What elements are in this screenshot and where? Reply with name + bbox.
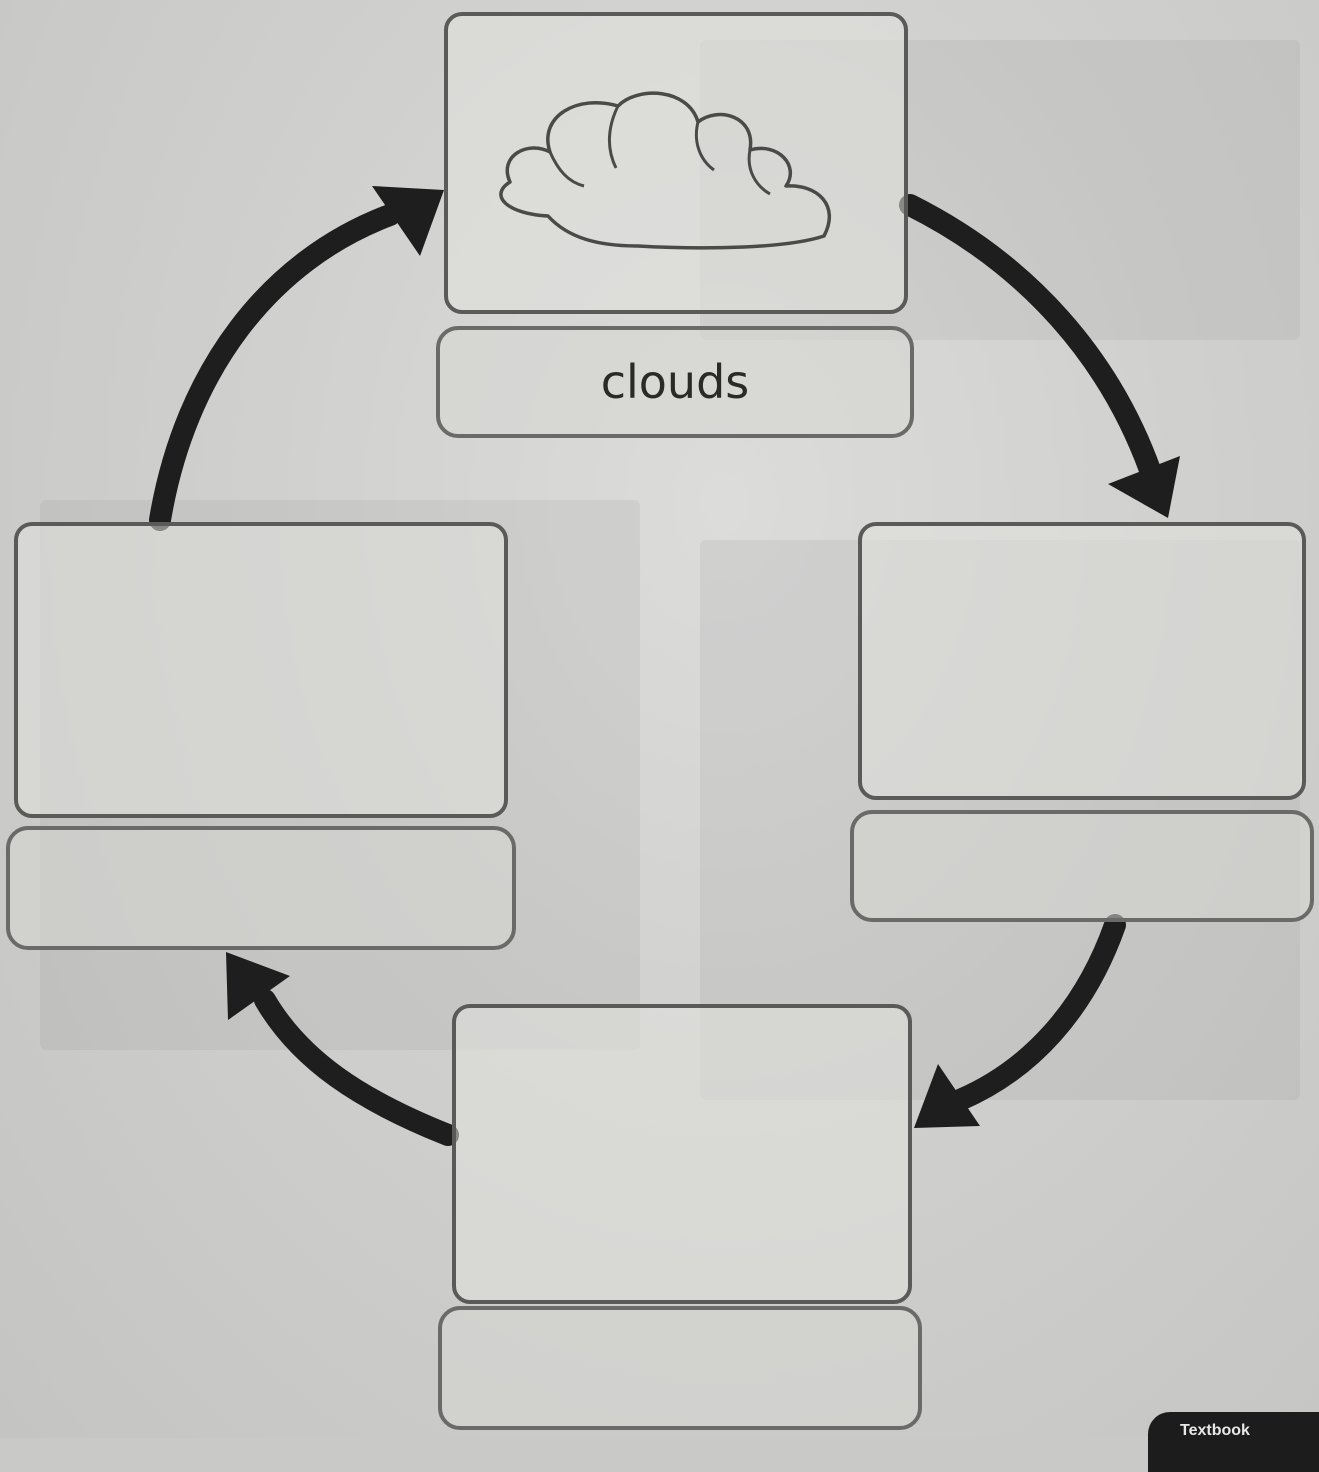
label-box-right[interactable] xyxy=(850,810,1314,922)
arrow-left-to-top xyxy=(149,204,401,531)
arrow-bottom-to-left xyxy=(254,989,459,1146)
cloud-icon xyxy=(499,91,832,250)
arrowhead-bottom-to-left xyxy=(226,952,290,1020)
label-text-top: clouds xyxy=(600,355,750,409)
picture-box-right xyxy=(858,522,1306,800)
arrow-right-to-bottom xyxy=(949,914,1126,1111)
arrowhead-right-to-bottom xyxy=(914,1064,980,1128)
picture-box-bottom xyxy=(452,1004,912,1304)
arrowhead-left-to-top xyxy=(372,186,444,256)
textbook-corner-tab: Textbook xyxy=(1148,1412,1319,1472)
textbook-tab-label: Textbook xyxy=(1180,1422,1250,1439)
label-box-left[interactable] xyxy=(6,826,516,950)
arrowhead-top-to-right xyxy=(1108,456,1180,518)
picture-box-top xyxy=(444,12,908,314)
label-box-top[interactable]: clouds xyxy=(436,326,914,438)
cycle-arrows xyxy=(149,186,1180,1146)
label-box-bottom[interactable] xyxy=(438,1306,922,1430)
arrow-top-to-right xyxy=(899,194,1161,481)
picture-box-left xyxy=(14,522,508,818)
